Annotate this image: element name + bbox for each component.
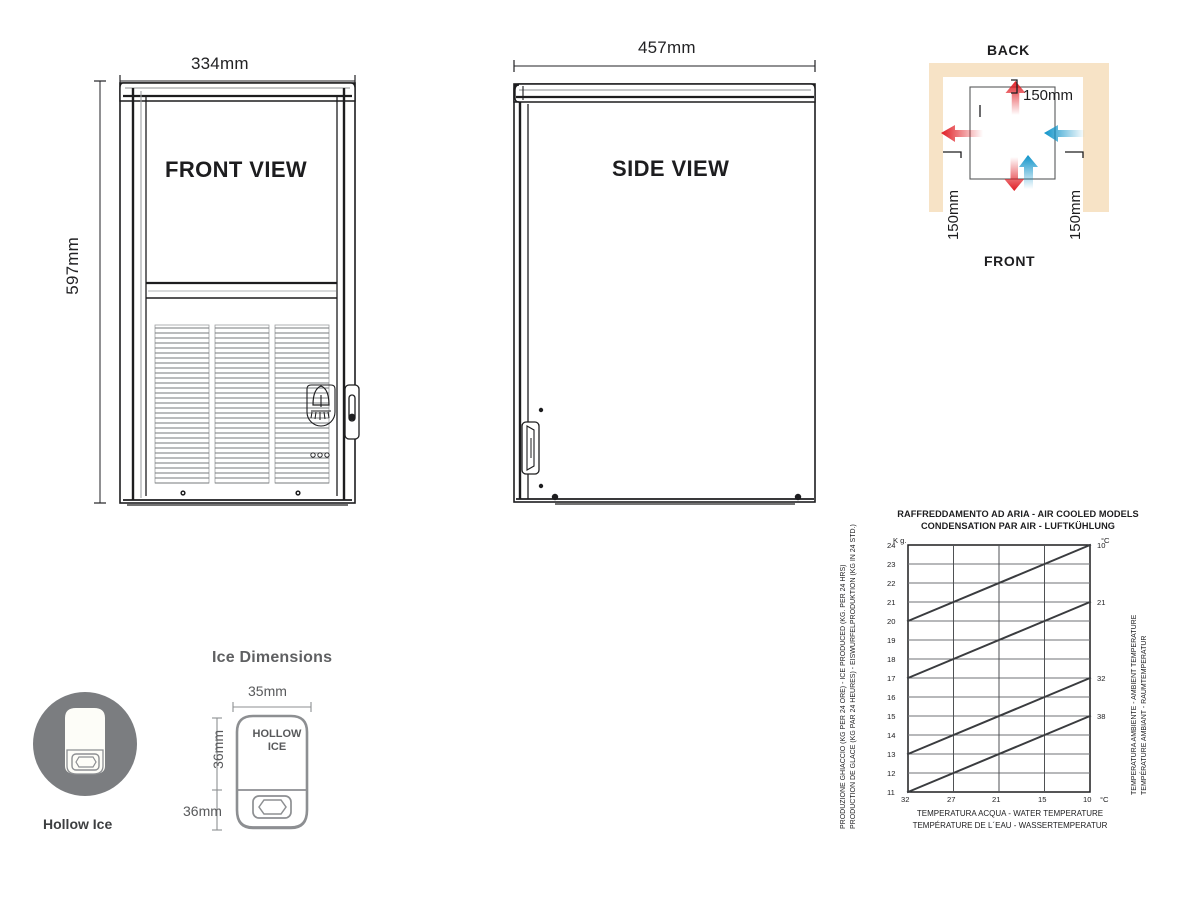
- chart-right-tick: 32: [1097, 674, 1106, 683]
- clearance-top-label: 150mm: [1023, 87, 1074, 104]
- front-view-drawing: [94, 75, 360, 506]
- chart-right-tick: 21: [1097, 598, 1106, 607]
- ice-height-label: 36mm: [210, 730, 226, 769]
- side-latch: [521, 421, 540, 475]
- chart-x-tick: 15: [1038, 795, 1047, 804]
- chart-xlabel-line1: TEMPERATURA ACQUA - WATER TEMPERATURE: [916, 809, 1104, 818]
- chart-series-32c: [906, 676, 1092, 756]
- chart-x-tick: 10: [1083, 795, 1092, 804]
- arrow-hot-up: [1005, 81, 1026, 115]
- chart-series-38c: [906, 714, 1092, 794]
- chart-x-tick: 21: [992, 795, 1001, 804]
- ice-dimensions-title: Ice Dimensions: [212, 649, 333, 666]
- chart-y-tick: 19: [887, 636, 896, 645]
- ice-dimensions-group: Ice Dimensions Hollow Ice: [15, 640, 355, 850]
- chart-y-tick: 14: [887, 731, 896, 740]
- hollow-ice-badge: [33, 692, 137, 796]
- ice-cube-type-line1: HOLLOW: [252, 728, 302, 740]
- arrow-hot-down: [1004, 157, 1025, 191]
- arrow-hot-left: [941, 125, 983, 142]
- ice-cube-type-line2: ICE: [267, 741, 287, 753]
- chart-right-tick: 10: [1097, 541, 1106, 550]
- chart-y-tick: 21: [887, 598, 896, 607]
- chart-ylabel-line1: PRODUZIONE GHIACCIO (KG PER 24 ORE) - IC…: [840, 564, 847, 829]
- chart-y-tick: 18: [887, 655, 896, 664]
- front-view-group: 334mm 597mm FRONT VIEW: [55, 54, 395, 520]
- chart-series-10c: [906, 543, 1092, 623]
- chart-y-tick: 20: [887, 617, 896, 626]
- arrow-cool-left-in: [1044, 125, 1085, 142]
- chart-right-tick: 38: [1097, 712, 1106, 721]
- chart-y-tick: 11: [887, 788, 895, 797]
- chart-series-lines: [906, 543, 1092, 794]
- chart-plot-svg: [906, 543, 1092, 794]
- chart-x-tick: 27: [947, 795, 956, 804]
- hollow-ice-badge-label: Hollow Ice: [43, 816, 113, 832]
- production-chart-group: RAFFREDDAMENTO AD ARIA - AIR COOLED MODE…: [835, 505, 1165, 840]
- side-view-group: 457mm SIDE VIEW: [495, 20, 835, 520]
- clearance-bracket-top: [1011, 79, 1018, 94]
- clearance-back-label: BACK: [987, 42, 1030, 58]
- wall-shapes: [929, 63, 1109, 212]
- chart-y-tick: 13: [887, 750, 896, 759]
- chart-x-tick: 32: [901, 795, 910, 804]
- chart-y-tick: 16: [887, 693, 896, 702]
- chart-y-tick: 22: [887, 579, 896, 588]
- arrow-cool-up-in: [1019, 155, 1038, 189]
- grille-louvers: [155, 327, 329, 484]
- front-view-label: FRONT VIEW: [165, 157, 308, 182]
- chart-vgrid: [953, 545, 1045, 792]
- chart-title-line1: RAFFREDDAMENTO AD ARIA - AIR COOLED MODE…: [897, 509, 1139, 519]
- clearance-left-label: 150mm: [945, 190, 962, 241]
- small-vents: [310, 452, 330, 458]
- clearance-bracket-right: [1065, 151, 1084, 158]
- clearance-right-label: 150mm: [1067, 190, 1084, 241]
- ice-depth-label: 36mm: [183, 803, 222, 819]
- front-view-width-label: 334mm: [191, 54, 249, 73]
- door-handle-front: [344, 384, 360, 440]
- clearance-bracket-left: [943, 151, 962, 158]
- clearance-diagram-group: BACK FRONT: [905, 35, 1155, 285]
- fan-detail: [306, 384, 336, 427]
- clearance-front-label: FRONT: [984, 253, 1036, 269]
- chart-y-tick: 17: [887, 674, 896, 683]
- airflow-svg: [929, 63, 1109, 212]
- chart-y-tick: 24: [887, 541, 896, 550]
- chart-series-21c: [906, 600, 1092, 680]
- chart-x-unit: °C: [1100, 795, 1109, 804]
- chart-ylabel-line2: PRODUCTION DE GLACE (KG PAR 24 HEURES) -…: [850, 524, 857, 829]
- front-view-height-label: 597mm: [63, 237, 82, 295]
- chart-xlabel-line2: TEMPÉRATURE DE L´EAU - WASSERTEMPERATUR: [912, 821, 1108, 830]
- chart-y-unit: K g.: [893, 536, 907, 545]
- side-view-label: SIDE VIEW: [612, 156, 730, 181]
- ice-width-label: 35mm: [248, 683, 287, 699]
- base-screws: [180, 490, 301, 496]
- chart-title-line2: CONDENSATION PAR AIR - LUFTKÜHLUNG: [920, 521, 1116, 531]
- ice-cube-type-label: HOLLOW ICE: [247, 728, 307, 754]
- chart-y-tick: 12: [887, 769, 896, 778]
- side-view-drawing: [513, 60, 816, 505]
- chart-y-tick: 23: [887, 560, 896, 569]
- side-screws: [538, 407, 802, 501]
- ice-cube-dimension-drawing: [212, 702, 312, 831]
- side-view-depth-label: 457mm: [638, 38, 696, 57]
- chart-right-unit: °C: [1101, 536, 1110, 545]
- chart-y-tick: 15: [887, 712, 896, 721]
